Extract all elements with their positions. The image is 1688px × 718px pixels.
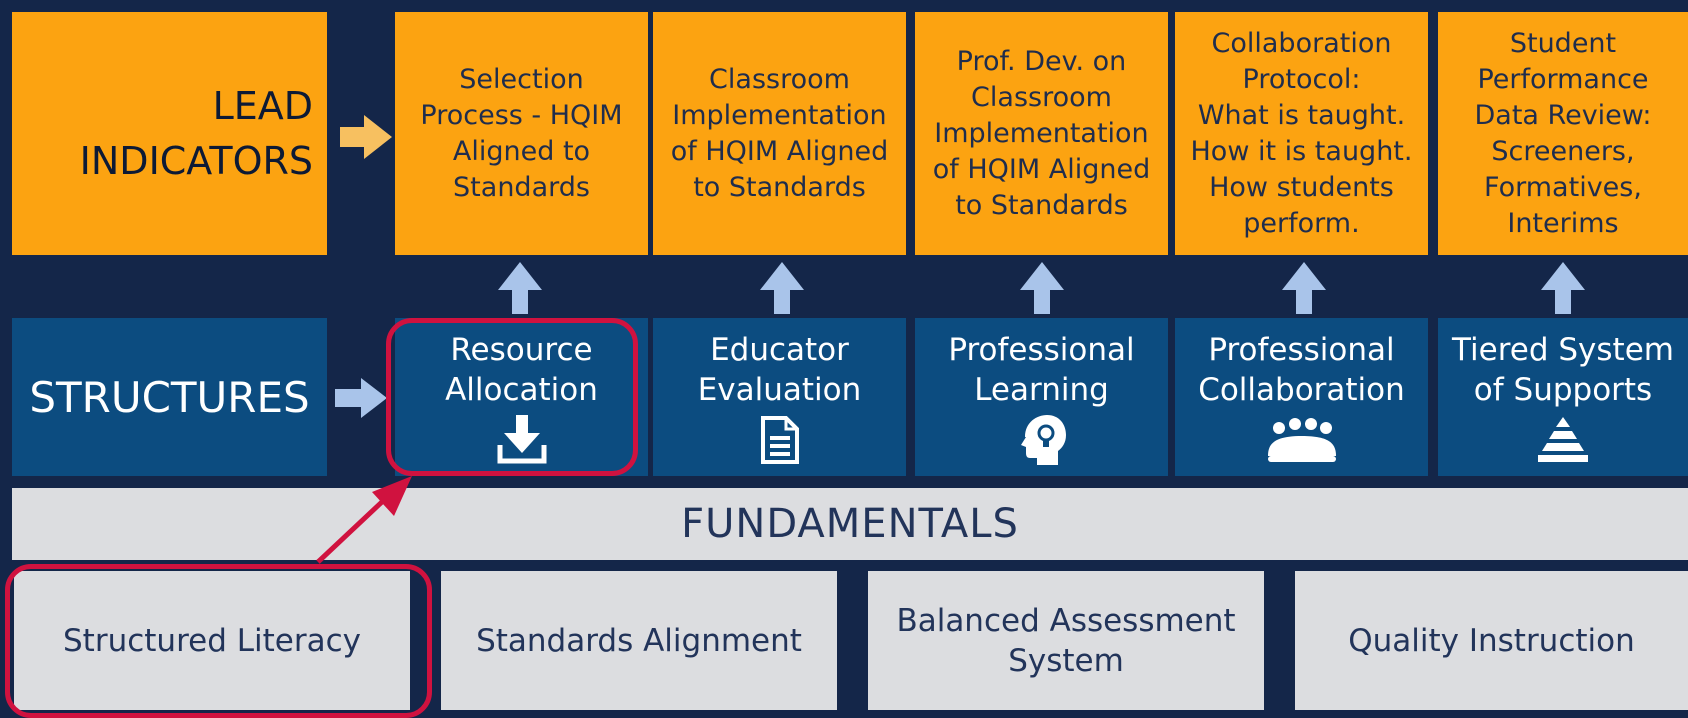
structure-professional-learning: Professional Learning — [915, 318, 1168, 476]
structure-label: Educator Evaluation — [697, 332, 862, 408]
structure-educator-evaluation: Educator Evaluation — [653, 318, 906, 476]
structure-professional-collaboration: Professional Collaboration — [1175, 318, 1428, 476]
head-lightbulb-icon — [1017, 415, 1067, 465]
lead-indicator-4: Collaboration Protocol: What is taught. … — [1175, 12, 1428, 255]
fundamental-structured-literacy: Structured Literacy — [14, 571, 410, 710]
structures-arrow-icon — [333, 378, 387, 418]
highlight-connector-arrow-icon — [300, 470, 420, 564]
group-icon — [1266, 416, 1338, 464]
structure-label: Professional Collaboration — [1198, 332, 1405, 408]
document-icon — [760, 416, 800, 464]
fundamental-standards-alignment: Standards Alignment — [441, 571, 837, 710]
up-arrow-icon — [1282, 262, 1326, 314]
fundamental-quality-instruction: Quality Instruction — [1295, 571, 1688, 710]
lead-indicator-1: Selection Process - HQIM Aligned to Stan… — [395, 12, 648, 255]
up-arrow-icon — [1541, 262, 1585, 314]
highlight-structured-literacy — [5, 564, 432, 718]
structure-label: Resource Allocation — [445, 332, 598, 408]
structures-label: STRUCTURES — [12, 318, 327, 476]
download-icon — [496, 415, 548, 464]
lead-indicator-5: Student Performance Data Review: Screene… — [1438, 12, 1688, 255]
pyramid-icon — [1538, 416, 1588, 464]
lead-indicator-3: Prof. Dev. on Classroom Implementation o… — [915, 12, 1168, 255]
up-arrow-icon — [498, 262, 542, 314]
structure-label: Tiered System of Supports — [1452, 332, 1674, 408]
lead-arrow-icon — [338, 115, 392, 159]
structure-resource-allocation: Resource Allocation — [395, 318, 648, 476]
fundamentals-header: FUNDAMENTALS — [12, 488, 1688, 560]
structure-label: Professional Learning — [948, 332, 1135, 408]
up-arrow-icon — [760, 262, 804, 314]
highlight-resource-allocation — [386, 318, 638, 476]
structure-tiered-system: Tiered System of Supports — [1438, 318, 1688, 476]
lead-indicator-2: Classroom Implementation of HQIM Aligned… — [653, 12, 906, 255]
up-arrow-icon — [1020, 262, 1064, 314]
fundamental-balanced-assessment: Balanced Assessment System — [868, 571, 1264, 710]
lead-indicators-label: LEAD INDICATORS — [12, 12, 327, 255]
